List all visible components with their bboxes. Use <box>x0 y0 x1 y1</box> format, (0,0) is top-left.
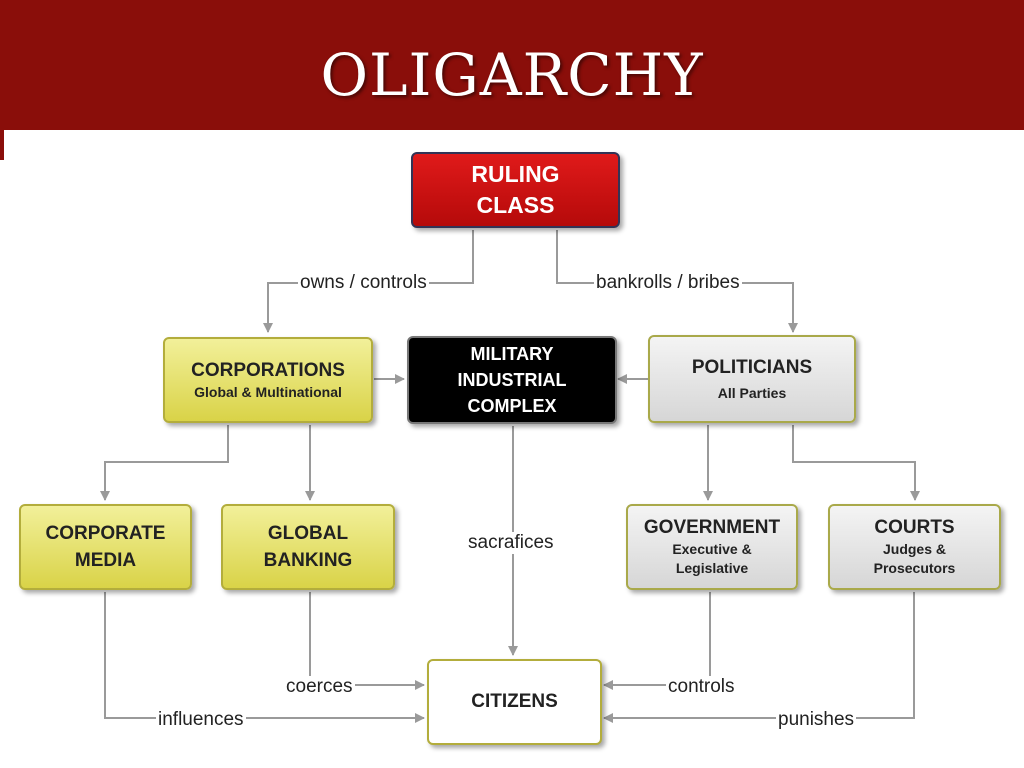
edge-label-influences: influences <box>156 709 246 731</box>
node-ruling-class-title: RULING CLASS <box>471 161 560 218</box>
edge-label-controls: controls <box>666 676 737 698</box>
node-global-banking: GLOBAL BANKING <box>221 504 395 590</box>
node-government: GOVERNMENT Executive & Legislative <box>626 504 798 590</box>
edge-label-owns-controls: owns / controls <box>298 272 429 294</box>
title-bar-edge <box>0 130 4 160</box>
edge-politicians-to-courts <box>792 425 920 501</box>
node-ruling-class: RULING CLASS <box>411 152 620 228</box>
node-courts: COURTS Judges & Prosecutors <box>828 504 1001 590</box>
edge-label-punishes: punishes <box>776 709 857 731</box>
node-government-subtitle: Executive & Legislative <box>672 541 752 576</box>
node-corporate-media: CORPORATE MEDIA <box>19 504 192 590</box>
edge-label-coerces: coerces <box>284 676 355 698</box>
edge-label-sacrafices: sacrafices <box>466 532 556 554</box>
node-government-title: GOVERNMENT <box>643 517 781 538</box>
edge-government-to-citizens <box>603 592 711 690</box>
node-politicians-title: POLITICIANS <box>691 356 813 378</box>
node-corporations-subtitle: Global & Multinational <box>194 383 342 400</box>
node-global-banking-title: GLOBAL BANKING <box>263 523 353 571</box>
node-politicians-subtitle: All Parties <box>717 384 787 401</box>
node-courts-title: COURTS <box>874 517 955 538</box>
node-corporate-media-title: CORPORATE MEDIA <box>45 523 166 571</box>
edge-media-to-citizens <box>104 592 425 723</box>
node-corporations-title: CORPORATIONS <box>191 359 345 381</box>
node-politicians: POLITICIANS All Parties <box>648 335 856 423</box>
edge-courts-to-citizens <box>603 592 915 723</box>
node-military-title: MILITARY INDUSTRIAL COMPLEX <box>457 344 567 416</box>
node-military-industrial-complex: MILITARY INDUSTRIAL COMPLEX <box>407 336 617 424</box>
node-courts-subtitle: Judges & Prosecutors <box>873 541 956 576</box>
node-corporations: CORPORATIONS Global & Multinational <box>163 337 373 423</box>
edge-banking-to-citizens <box>309 592 425 690</box>
node-citizens: CITIZENS <box>427 659 602 745</box>
edge-label-bankrolls-bribes: bankrolls / bribes <box>594 272 742 294</box>
slide-title: OLIGARCHY <box>320 41 704 109</box>
edge-corporations-to-media <box>100 425 229 501</box>
title-bar <box>0 0 1024 130</box>
node-citizens-title: CITIZENS <box>471 691 558 712</box>
